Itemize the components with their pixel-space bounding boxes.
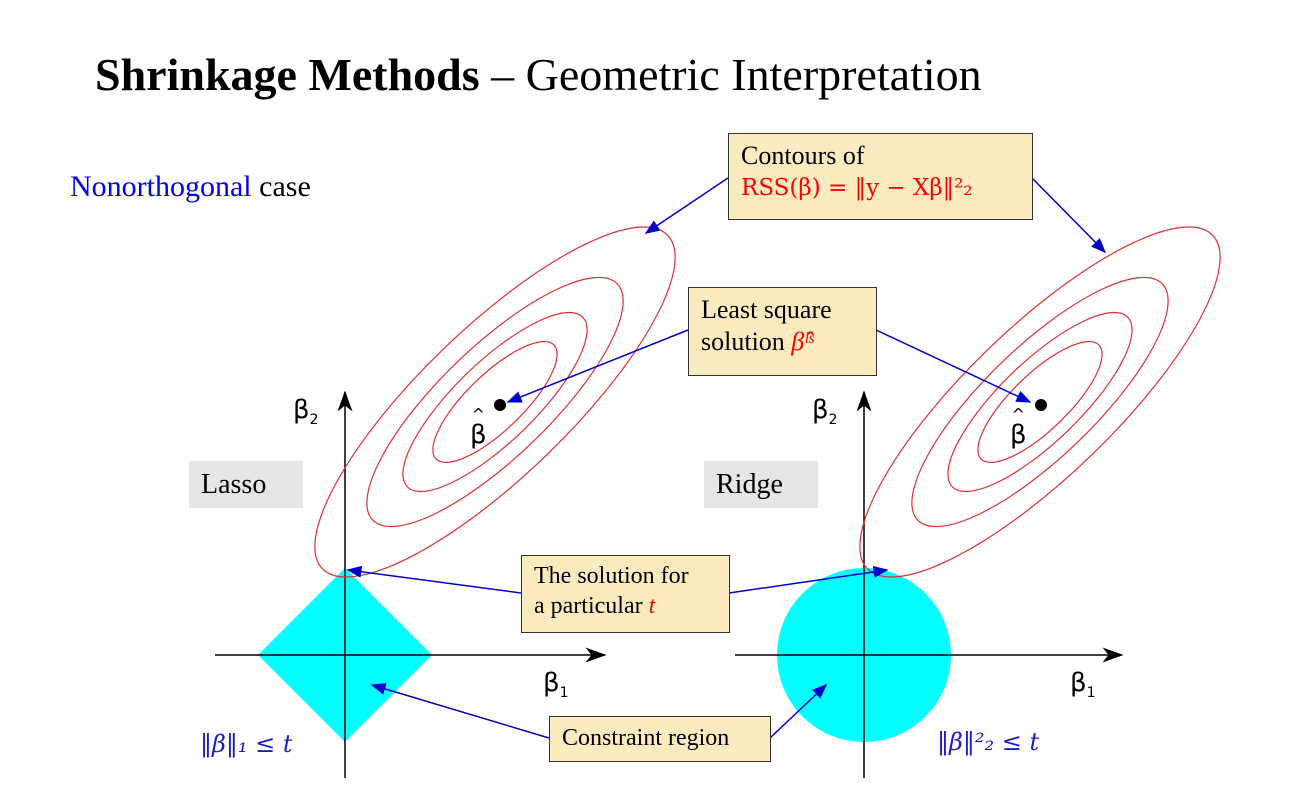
- contour-ellipse: [947, 311, 1133, 493]
- lasso-beta2-label: β2: [293, 395, 319, 429]
- subtitle-rest: case: [251, 170, 311, 203]
- title-rest: – Geometric Interpretation: [479, 49, 982, 100]
- arrow-solution-right: [728, 566, 889, 594]
- arrow-contours-left: [644, 177, 729, 234]
- constraint-callout: Constraint region: [549, 716, 771, 762]
- ridge-beta1-label: β1: [1070, 668, 1096, 702]
- ridge-beta-hat-point: [1035, 399, 1047, 411]
- least-square-callout: Least square solution β̂ˡˢ: [688, 287, 877, 376]
- lasso-beta1-label: β1: [543, 668, 569, 702]
- arrow-constraint-left: [370, 683, 550, 739]
- least-square-text: Least square: [701, 295, 832, 324]
- subtitle: Nonorthogonal case: [70, 170, 311, 204]
- lasso-beta-hat-point: [494, 399, 506, 411]
- contour-ellipse: [402, 311, 588, 493]
- solution-text: The solution for: [534, 563, 689, 589]
- arrow-constraint-right: [769, 683, 828, 739]
- beta-ls-symbol: β̂ˡˢ: [791, 327, 814, 356]
- contour-ellipse: [911, 276, 1169, 528]
- lasso-label: Lasso: [189, 461, 303, 508]
- title-bold: Shrinkage Methods: [95, 49, 480, 100]
- contours-callout-text: Contours of: [741, 141, 865, 170]
- ridge-constraint-formula: ‖β‖²₂ ≤ t: [937, 728, 1040, 756]
- contours-callout: Contours of RSS(β) = ‖y − Xβ‖²₂: [728, 133, 1033, 220]
- least-square-text-2: solution: [701, 327, 792, 356]
- t-symbol: t: [648, 593, 656, 619]
- ridge-beta-hat-label: ^β: [1010, 405, 1027, 450]
- subtitle-highlight: Nonorthogonal: [70, 170, 252, 203]
- slide-title: Shrinkage Methods – Geometric Interpreta…: [95, 48, 982, 101]
- contour-ellipse: [432, 340, 558, 464]
- constraint-text: Constraint region: [562, 725, 730, 751]
- ridge-label: Ridge: [704, 461, 818, 508]
- contour-ellipse: [859, 226, 1221, 578]
- arrow-ls-left: [506, 329, 689, 403]
- solution-text-2: a particular: [534, 593, 649, 619]
- ridge-beta2-label: β2: [812, 395, 838, 429]
- solution-callout: The solution for a particular t: [521, 555, 730, 633]
- ridge-rss-contours: [859, 226, 1221, 578]
- arrow-contours-right: [1031, 177, 1107, 254]
- arrow-ls-right: [875, 329, 1032, 403]
- lasso-constraint-formula: ‖β‖₁ ≤ t: [200, 730, 293, 758]
- contour-ellipse: [366, 276, 624, 528]
- contour-ellipse: [977, 340, 1103, 464]
- rss-formula: RSS(β) = ‖y − Xβ‖²₂: [741, 175, 973, 201]
- lasso-rss-contours: [314, 226, 676, 578]
- contour-ellipse: [314, 226, 676, 578]
- arrow-solution-left: [346, 565, 522, 594]
- lasso-beta-hat-label: ^β: [470, 405, 487, 450]
